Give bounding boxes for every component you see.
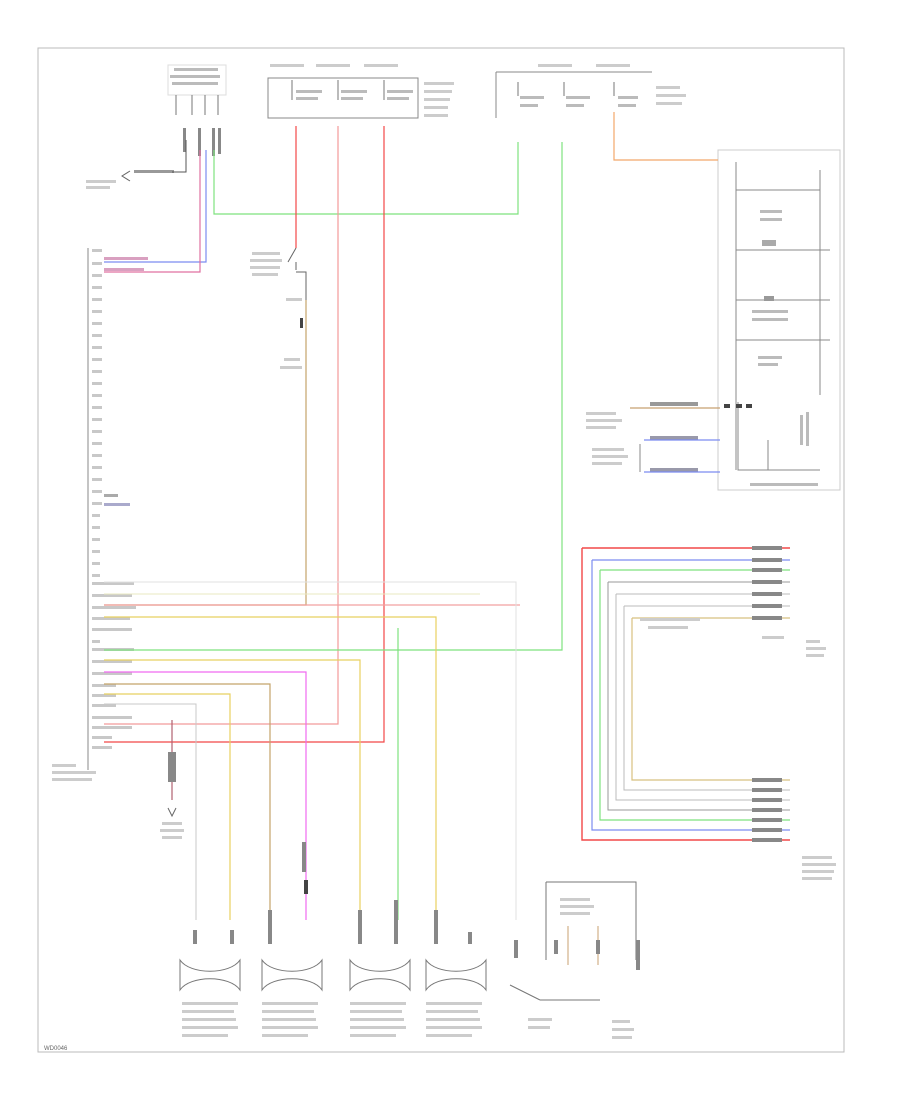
wire-yellow-2 [104,659,361,920]
wire-yellow-3 [104,693,231,920]
abs-control-module [52,248,148,781]
wire-tan-2 [104,683,271,920]
wire-yellow-1 [104,616,437,920]
instrument-cluster [717,149,841,491]
wire-magenta [104,671,307,920]
steering-angle-sensor [167,64,227,156]
ground-symbol [86,140,187,189]
module-ground [160,720,184,839]
wire-blue [104,150,207,263]
fuse-box [267,64,454,119]
wire-gray-1 [104,703,197,920]
wire-tan-brake [104,300,307,606]
wire-green-long [104,142,563,651]
diagram-code: WD0046 [44,1046,68,1052]
fuse-box-right [495,64,686,118]
brake-light-switch [250,247,307,369]
diagram-frame [37,47,845,1053]
wire-red-fuse-2 [104,126,339,725]
wire-green-top [213,142,519,215]
wheel-speed-sensors [179,842,487,1037]
wire-red-fuse-3 [104,126,385,743]
wire-orange [613,112,718,161]
brake-fluid-switch [509,881,640,1039]
wire-pink-sensor [104,150,201,273]
wire-faint-1 [104,581,517,920]
cluster-inputs [586,402,720,473]
right-connector-bundle [581,546,836,880]
